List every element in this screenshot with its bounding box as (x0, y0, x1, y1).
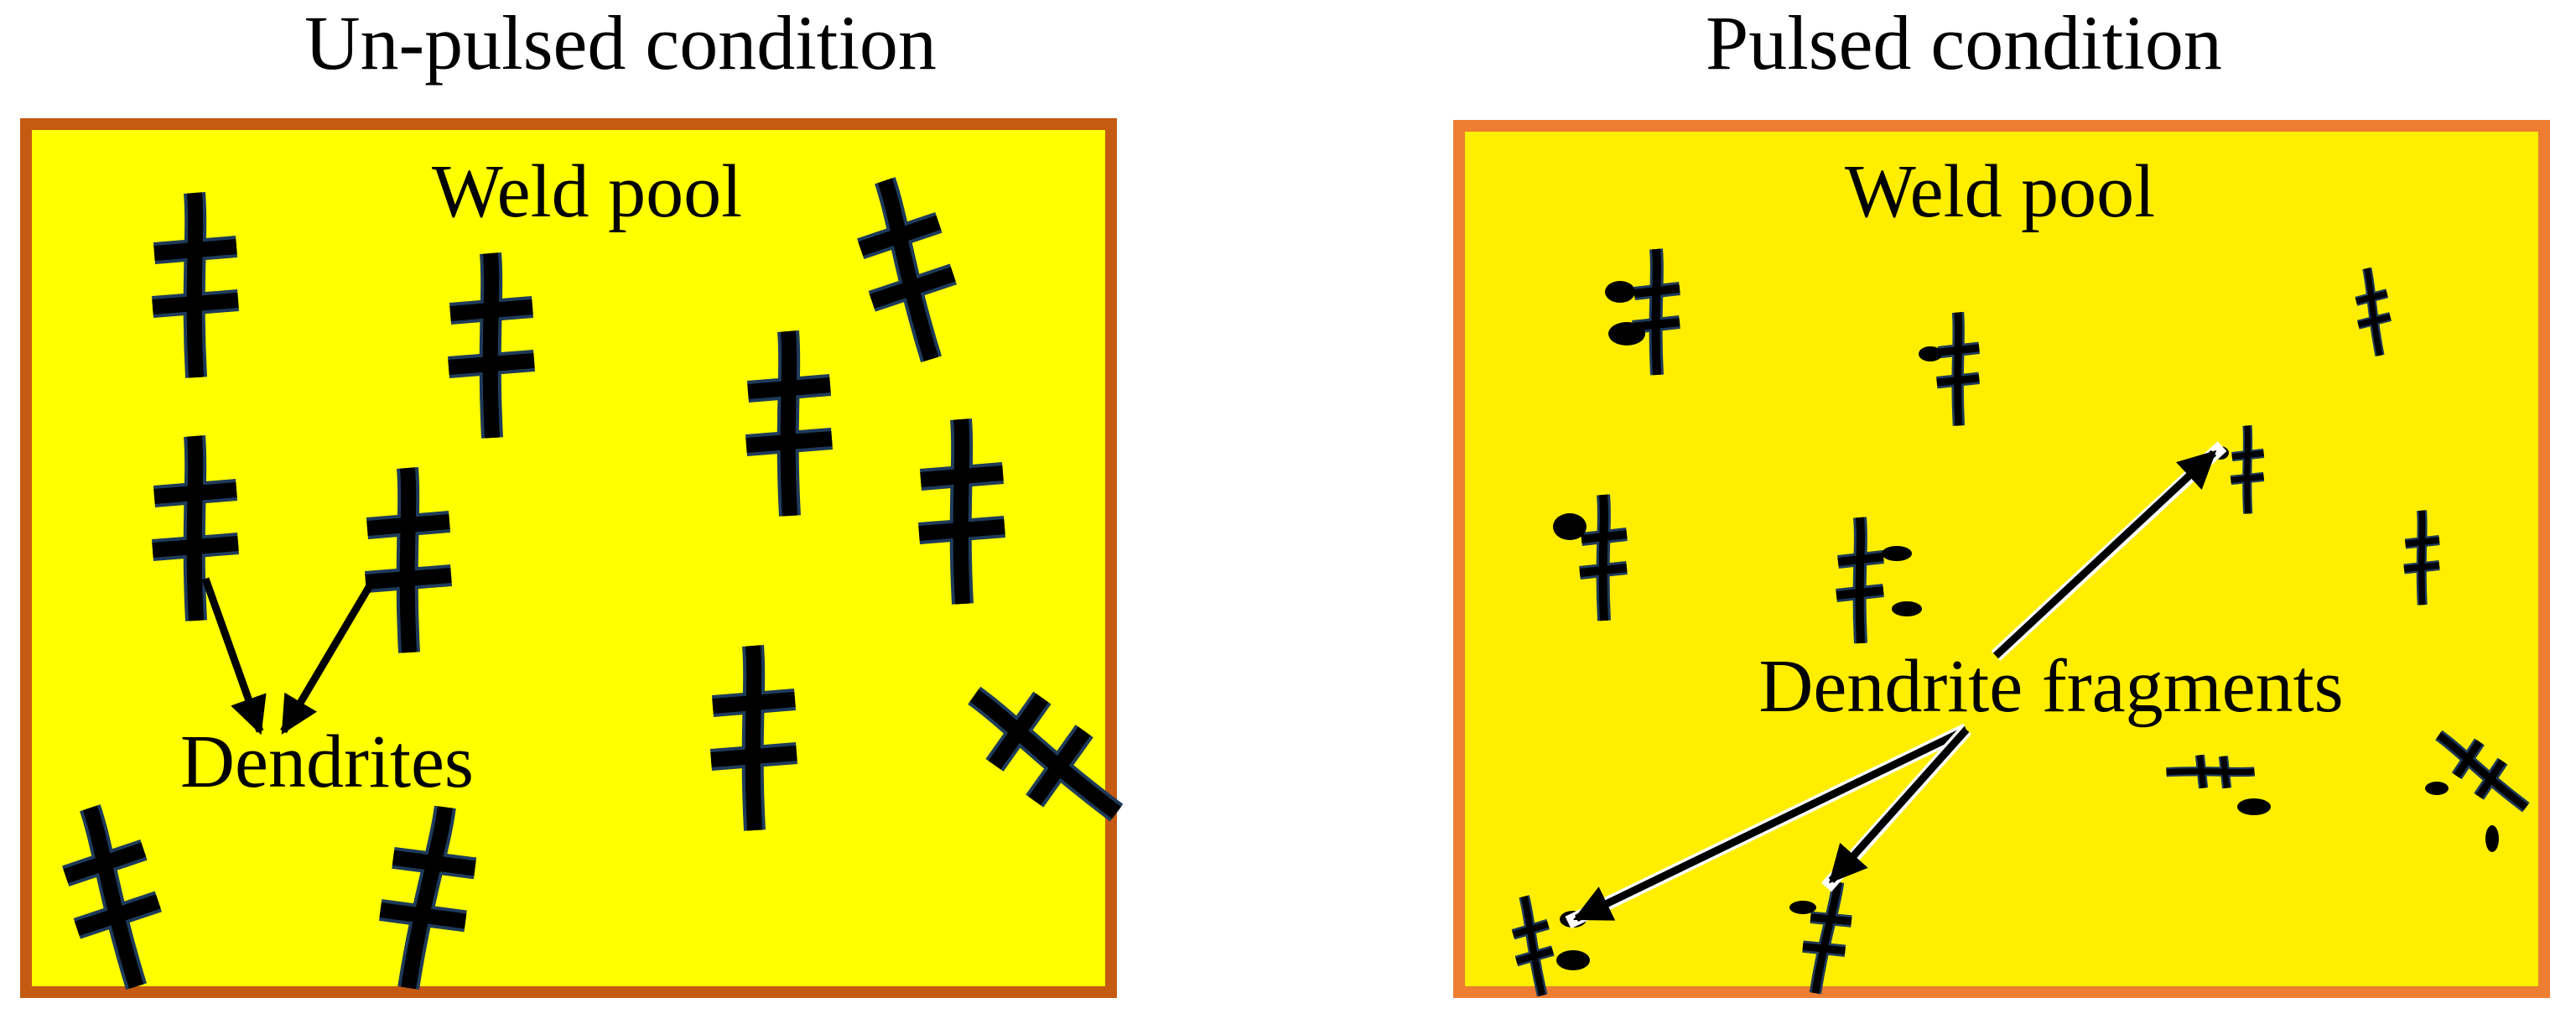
left-weld-pool-box (20, 118, 1117, 998)
fragment-blob (2425, 782, 2449, 795)
right-panel: Pulsed condition Weld pool (1453, 0, 2550, 999)
arrow (1572, 725, 1968, 923)
fragment-blob (1919, 346, 1942, 361)
fragment-blob (1882, 546, 1912, 561)
fragment-blob (2237, 798, 2271, 815)
arrow (1992, 450, 2217, 659)
right-arrows (1565, 441, 2227, 929)
left-arrows (201, 577, 372, 736)
right-weld-pool-label: Weld pool (1845, 150, 2155, 233)
arrow (201, 577, 267, 736)
right-panel-title: Pulsed condition (1706, 0, 2222, 86)
fragment-blob (1553, 513, 1587, 540)
fragment-blob (1556, 950, 1590, 970)
fragment-blob (1892, 601, 1922, 616)
left-weld-pool-label: Weld pool (432, 150, 742, 233)
arrow (280, 585, 372, 735)
right-dendrite-fragments-label: Dendrite fragments (1758, 645, 2343, 728)
fragment-blob (1605, 281, 1635, 303)
left-panel-title: Un-pulsed condition (304, 0, 937, 86)
arrow (1828, 726, 1970, 884)
left-panel: Un-pulsed condition Weld pool Dendrites (20, 0, 1144, 998)
fragment-blob (1789, 901, 1816, 914)
fragment-blob (2485, 825, 2499, 852)
right-weld-pool-box (1453, 120, 2550, 998)
fragment-blob (1608, 322, 1645, 346)
left-dendrites-label: Dendrites (180, 720, 474, 803)
